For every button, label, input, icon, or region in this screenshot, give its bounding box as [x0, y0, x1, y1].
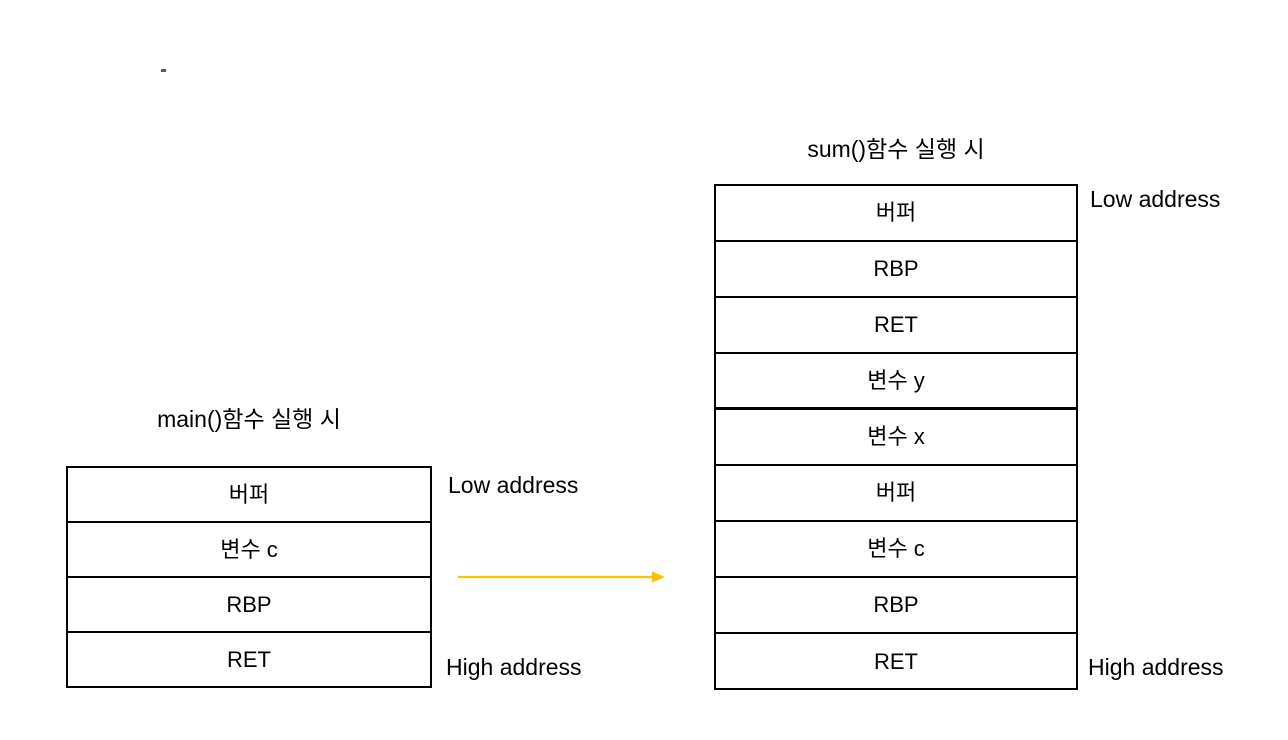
table-row: RET — [227, 646, 271, 672]
table-row: 변수 y — [716, 354, 1076, 410]
sum-low-address-label: Low address — [1090, 186, 1221, 212]
main-low-address-label: Low address — [448, 472, 579, 498]
stray-dot-artifact — [161, 69, 166, 72]
table-row: 변수 c — [68, 523, 430, 578]
table-row: 변수 x — [716, 410, 1076, 466]
table-row: RET — [874, 648, 918, 674]
table-row: 변수 c — [716, 522, 1076, 578]
main-stack-table: 버퍼 변수 c RBP RET — [66, 466, 432, 688]
arrow-right-icon — [458, 571, 665, 583]
table-row: 버퍼 — [68, 468, 430, 523]
table-row: RBP — [716, 242, 1076, 298]
sum-high-address-label: High address — [1088, 654, 1224, 680]
table-row: RBP — [716, 578, 1076, 634]
table-row: 버퍼 — [716, 186, 1076, 242]
sum-stack-table: 버퍼 RBP RET 변수 y 변수 x 버퍼 변수 c RBP RET — [714, 184, 1078, 690]
main-high-address-label: High address — [446, 654, 582, 680]
table-row: RET — [716, 298, 1076, 354]
table-row: RBP — [68, 578, 430, 633]
sum-stack-title: sum()함수 실행 시 — [807, 136, 985, 162]
transition-arrow — [455, 566, 670, 588]
main-stack-title: main()함수 실행 시 — [157, 406, 341, 432]
table-row: 버퍼 — [716, 466, 1076, 522]
